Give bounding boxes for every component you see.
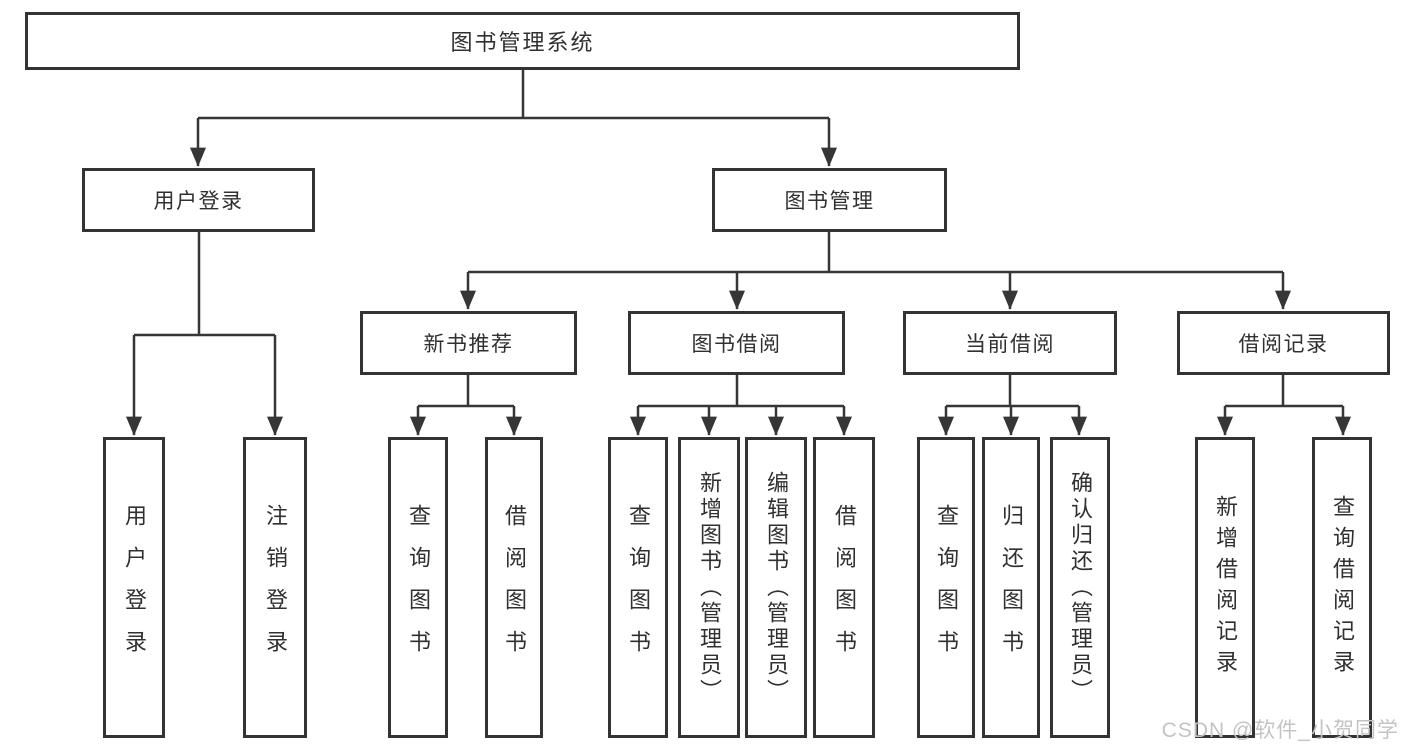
leaf-add-borrow-record: 新增借阅记录 [1195, 437, 1255, 738]
leaf-edit-book-admin: 编辑图书（管理员） [745, 437, 807, 738]
node-book-management: 图书管理 [712, 168, 947, 232]
node-label: 用户登录 [153, 190, 244, 213]
leaf-borrow-books-2: 借阅图书 [813, 437, 875, 738]
node-label: 新书推荐 [423, 333, 514, 356]
node-current-borrow: 当前借阅 [903, 311, 1117, 375]
leaf-query-books-3: 查询图书 [917, 437, 975, 738]
node-new-book-recommend: 新书推荐 [360, 311, 577, 375]
node-label: 借阅图书 [502, 503, 527, 672]
node-label: 查询图书 [934, 503, 959, 672]
leaf-confirm-return-admin: 确认归还（管理员） [1050, 437, 1110, 738]
node-book-borrow: 图书借阅 [628, 311, 845, 375]
node-label: 借阅记录 [1238, 333, 1329, 356]
node-label: 图书管理系统 [450, 30, 595, 55]
node-label: 归还图书 [999, 503, 1024, 672]
node-label: 注销登录 [263, 503, 288, 672]
node-label: 查询图书 [626, 503, 651, 672]
node-label: 当前借阅 [965, 333, 1055, 356]
node-label: 新增图书（管理员） [697, 470, 722, 705]
leaf-query-books-2: 查询图书 [608, 437, 668, 738]
leaf-query-borrow-record: 查询借阅记录 [1312, 437, 1372, 738]
leaf-add-book-admin: 新增图书（管理员） [678, 437, 740, 738]
node-label: 查询借阅记录 [1330, 494, 1355, 681]
node-label: 查询图书 [406, 503, 431, 672]
node-label: 确认归还（管理员） [1068, 470, 1093, 705]
leaf-logout: 注销登录 [243, 437, 307, 738]
node-borrow-records: 借阅记录 [1177, 311, 1390, 375]
csdn-watermark: CSDN @软件_小贺同学 [1161, 719, 1399, 742]
leaf-user-login: 用户登录 [103, 437, 165, 738]
node-label: 编辑图书（管理员） [764, 470, 789, 705]
leaf-return-book: 归还图书 [982, 437, 1040, 738]
leaf-borrow-books-1: 借阅图书 [485, 437, 543, 738]
node-label: 图书管理 [784, 190, 875, 213]
node-system-root: 图书管理系统 [25, 12, 1020, 70]
node-user-login-branch: 用户登录 [82, 168, 315, 232]
leaf-query-books-1: 查询图书 [388, 437, 448, 738]
node-label: 用户登录 [122, 503, 147, 672]
node-label: 借阅图书 [832, 503, 857, 672]
node-label: 图书借阅 [691, 333, 782, 356]
node-label: 新增借阅记录 [1213, 494, 1238, 681]
